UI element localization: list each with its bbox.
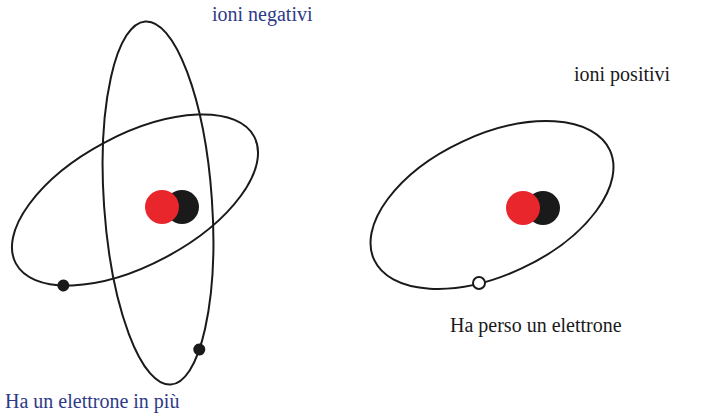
electron (193, 343, 206, 356)
nucleus-particle (145, 190, 179, 224)
electron-orbit (345, 87, 640, 324)
missing-electron (473, 277, 485, 289)
electron-orbit (91, 18, 224, 389)
nucleus-particle (506, 191, 540, 225)
ion-type-label: ioni positivi (572, 62, 672, 86)
electron-orbit (0, 79, 285, 321)
electron-note: Ha un elettrone in più (3, 389, 181, 413)
negative-ion (0, 18, 285, 389)
electron-note: Ha perso un elettrone (448, 313, 624, 337)
electron (55, 277, 71, 293)
positive-ion (345, 87, 640, 324)
ion-type-label: ioni negativi (210, 2, 315, 26)
